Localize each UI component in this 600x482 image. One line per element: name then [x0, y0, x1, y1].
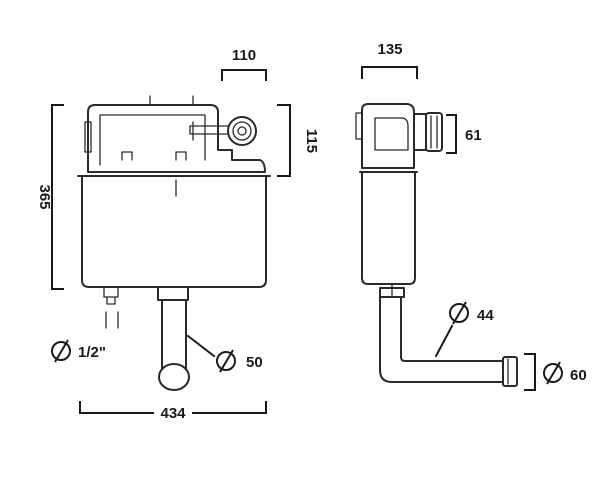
front-inlet-connector: [103, 286, 119, 298]
side-connector-ring: [425, 112, 443, 152]
side-dimensions: 135 61 44 60: [361, 41, 587, 391]
front-valve-knob-core: [237, 126, 247, 136]
side-connector-body: [413, 113, 427, 151]
front-valve-recess: [99, 114, 206, 166]
dim-label-434: 434: [160, 405, 186, 422]
dim-line-135: [361, 66, 418, 79]
diameter-symbol-inlet: [51, 339, 71, 363]
front-valve-knob-inner: [232, 121, 252, 141]
dim-leader-50: [186, 334, 216, 358]
front-view: [77, 95, 271, 391]
dim-line-115: [277, 104, 291, 177]
front-flush-pipe: [161, 299, 187, 373]
diameter-symbol-side-outlet: [543, 361, 563, 385]
front-dimensions: 110 115 365 1/2" 50 434: [36, 47, 320, 422]
dim-label-inlet: 1/2": [78, 344, 106, 361]
dim-label-365: 365: [36, 184, 53, 209]
side-tank-body: [361, 171, 416, 285]
front-valve-knob-outer: [227, 116, 257, 146]
front-side-lug: [84, 121, 92, 153]
front-tank-body: [81, 175, 267, 288]
dim-label-115: 115: [303, 129, 320, 153]
front-clip-left: [121, 151, 133, 161]
front-flush-pipe-collar: [157, 286, 189, 301]
dim-label-61: 61: [465, 127, 482, 144]
side-head-inner: [374, 117, 409, 151]
front-flush-pipe-outlet: [158, 363, 190, 391]
diameter-symbol-flush: [216, 349, 236, 373]
side-head: [361, 103, 415, 169]
dim-label-50: 50: [246, 354, 263, 371]
front-clip-right: [175, 151, 187, 161]
dim-line-61: [446, 114, 457, 154]
front-inlet-nozzle: [106, 296, 116, 305]
dim-label-135: 135: [377, 41, 402, 58]
dim-label-60: 60: [570, 367, 587, 384]
dim-line-60: [524, 353, 536, 391]
side-view: [355, 103, 518, 387]
side-pipe-outlet: [502, 356, 518, 387]
dim-label-44: 44: [477, 307, 494, 324]
dim-label-110: 110: [232, 47, 256, 64]
dim-leader-44: [434, 324, 454, 358]
dim-line-365: [51, 104, 64, 290]
diameter-symbol-side-pipe: [449, 301, 469, 325]
dim-line-110: [221, 69, 267, 81]
side-head-lug: [355, 112, 363, 140]
